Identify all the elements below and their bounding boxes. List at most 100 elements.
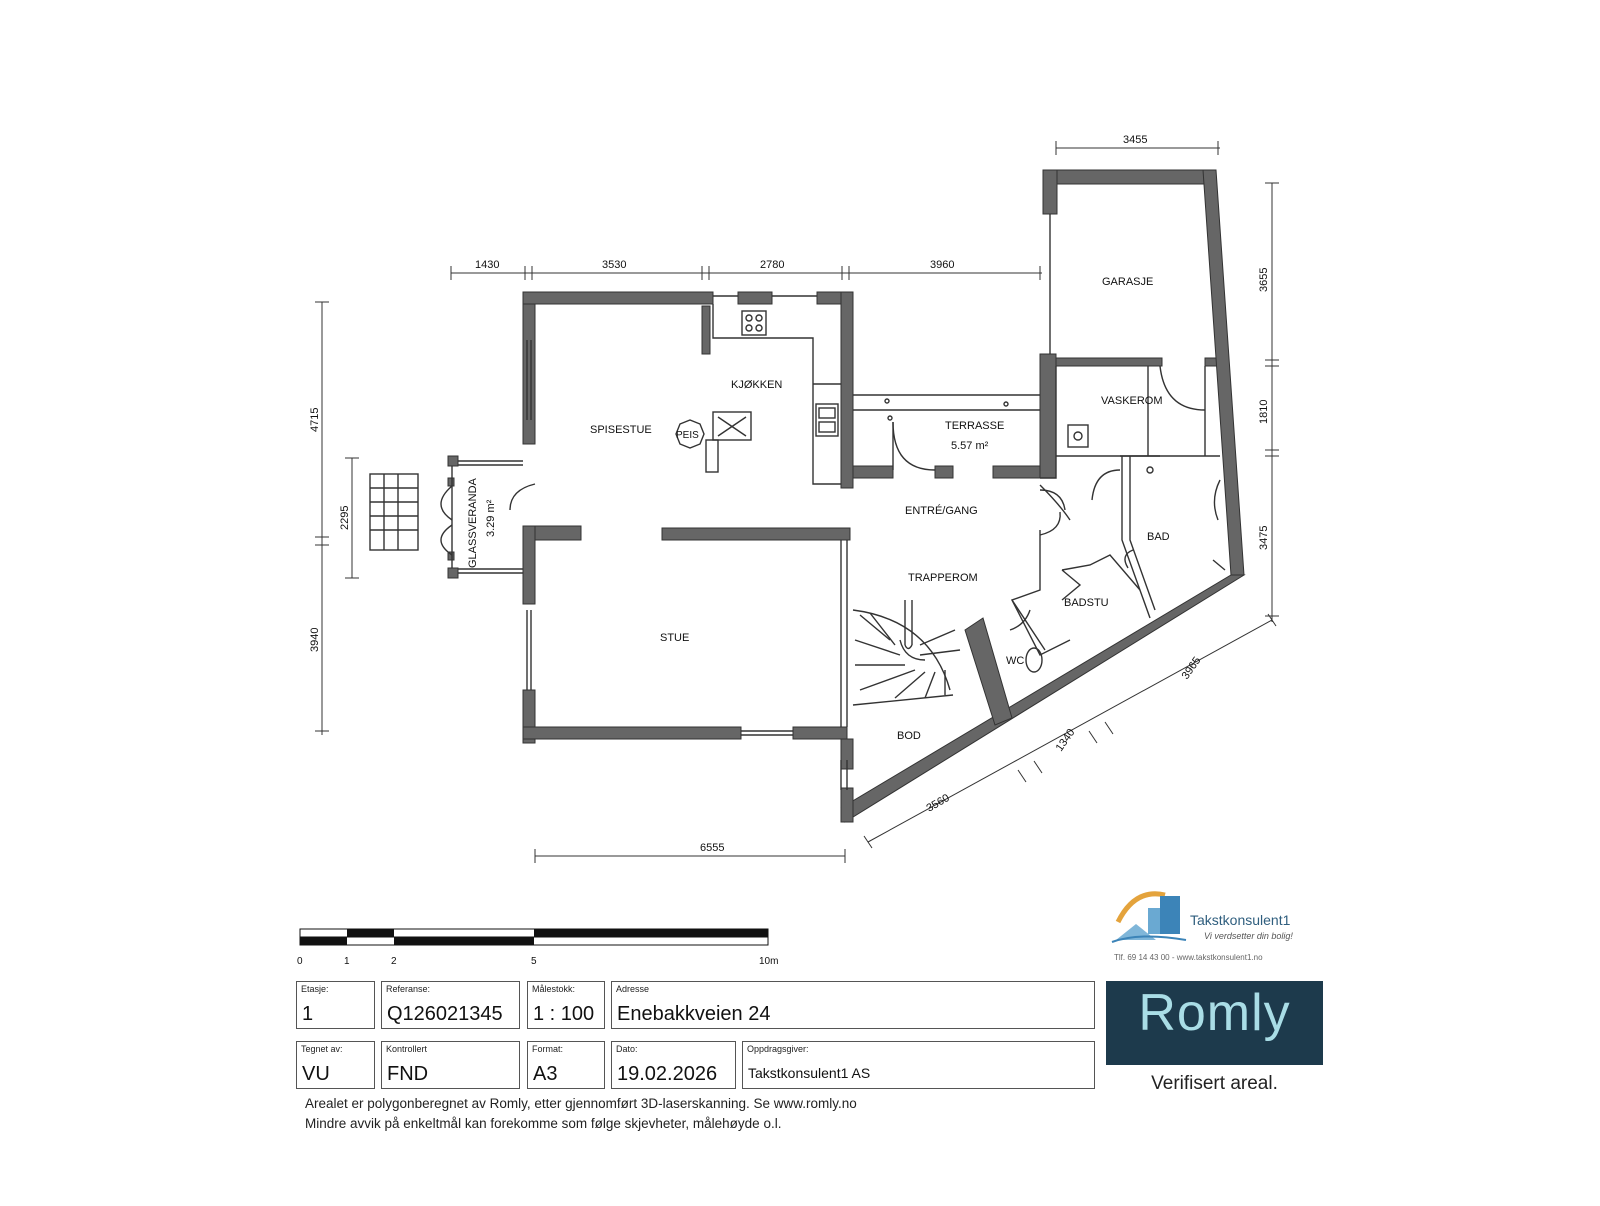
dim-right-1810: 1810 [1258,400,1270,424]
wall-terrasse-south-right [992,465,1044,479]
note-line-1: Arealet er polygonberegnet av Romly, ett… [305,1096,857,1111]
room-glassveranda: GLASSVERANDA [467,477,479,568]
dim-top-3960: 3960 [930,259,954,271]
cell-oppdragsgiver: Oppdragsgiver: Takstkonsulent1 AS [742,1041,1095,1089]
dim-top-2780: 2780 [760,259,784,271]
dim-left-2295: 2295 [339,506,351,530]
cell-tegnet: Tegnet av: VU [296,1041,375,1089]
wall-partition-east [661,527,851,541]
room-garasje: GARASJE [1102,276,1153,288]
room-spisestue: SPISESTUE [590,424,652,436]
room-badstu: BADSTU [1064,597,1109,609]
verified-area-text: Verifisert areal. [1151,1073,1278,1094]
room-terrasse-area: 5.57 m² [951,440,989,452]
etasje-value: 1 [302,1003,314,1025]
room-wc: WC [1006,655,1024,667]
etasje-label: Etasje: [301,984,329,994]
oppdragsgiver-label: Oppdragsgiver: [747,1044,809,1054]
wall-kitchen-stub [701,305,711,355]
scale-label-2: 2 [391,956,397,967]
wall-terrasse-south-left [852,465,894,479]
wall-south-diagonal [840,574,1246,823]
wall-west-upper [522,291,536,445]
kontrollert-label: Kontrollert [386,1044,428,1054]
wall-kitchen-east [840,291,854,489]
wall-west-mid [522,525,536,605]
format-label: Format: [532,1044,564,1054]
room-bad: BAD [1147,531,1170,543]
wall-south-left [522,726,742,740]
wall-east [1202,169,1245,576]
post-3 [447,477,455,487]
takstkonsulent-logo-icon [1111,891,1187,943]
wall-garage-south-left [1055,357,1163,367]
scale-label-0: 0 [297,956,303,967]
scale-labels: 0 1 2 5 10m [297,956,778,967]
walls [447,169,1246,823]
takstkonsulent-contact: Tlf. 69 14 43 00 - www.takstkonsulent1.n… [1114,953,1263,962]
dato-label: Dato: [616,1044,638,1054]
wall-garage-west-top [1042,169,1058,215]
wall-partition-west [534,525,582,541]
romly-logo: Romly [1106,981,1323,1065]
dim-top-3530: 3530 [602,259,626,271]
scale-label-10m: 10m [759,956,778,967]
room-stue: STUE [660,632,689,644]
cell-adresse: Adresse Enebakkveien 24 [611,981,1095,1029]
note-line-2: Mindre avvik på enkeltmål kan forekomme … [305,1116,782,1131]
wall-north-mid [737,291,773,305]
format-value: A3 [533,1063,558,1085]
adresse-value: Enebakkveien 24 [617,1003,771,1025]
wall-garage-west [1039,353,1057,479]
room-vaskerom: VASKEROM [1101,395,1163,407]
romly-logo-text: Romly [1138,984,1291,1042]
dim-right-3475: 3475 [1258,526,1270,550]
room-glassveranda-area: 3.29 m² [485,499,497,537]
room-labels: SPISESTUE KJØKKEN PEIS STUE TERRASSE 5.5… [467,276,1170,742]
tegnet-label: Tegnet av: [301,1044,343,1054]
dimension-labels: 1430 3530 2780 3960 3455 6555 4715 2295 … [309,134,1270,854]
cell-referanse: Referanse: Q126021345 [381,981,520,1029]
kontrollert-value: FND [387,1063,429,1085]
post-1 [447,455,459,467]
dim-right-3655: 3655 [1258,268,1270,292]
dim-top-3455: 3455 [1123,134,1147,146]
oppdragsgiver-value: Takstkonsulent1 AS [748,1065,871,1081]
room-entre: ENTRÉ/GANG [905,504,978,517]
takstkonsulent-tagline: Vi verdsetter din bolig! [1204,931,1293,941]
thin-lines [369,214,1226,790]
fireplace-icon [675,419,705,449]
scale-bar [299,928,769,946]
scale-label-1: 1 [344,956,350,967]
room-bod: BOD [897,730,921,742]
dim-top-1430: 1430 [475,259,499,271]
dimension-lines [315,141,1279,863]
wall-garage-north [1042,169,1217,185]
room-terrasse: TERRASSE [945,420,1004,432]
malestokk-value: 1 : 100 [533,1003,595,1025]
takstkonsulent-name: Takstkonsulent1 [1190,912,1291,928]
malestokk-label: Målestokk: [532,984,576,994]
referanse-label: Referanse: [386,984,431,994]
post-4 [447,551,455,561]
dim-diag-1340: 1340 [1054,727,1078,754]
dim-left-3940: 3940 [309,628,321,652]
room-trapperom: TRAPPEROM [908,572,978,584]
wall-south-right [792,726,848,740]
scale-label-5: 5 [531,956,537,967]
dim-diag-3965: 3965 [1180,655,1204,682]
room-peis: PEIS [676,430,699,441]
tegnet-value: VU [302,1063,330,1085]
post-2 [447,567,459,579]
wall-terrasse-south-mid [934,465,954,479]
cell-malestokk: Målestokk: 1 : 100 [527,981,605,1029]
cell-dato: Dato: 19.02.2026 [611,1041,736,1089]
wall-north-left [522,291,714,305]
wall-stair-east [964,617,1013,726]
dim-bottom-6555: 6555 [700,842,724,854]
room-kjokken: KJØKKEN [731,379,782,391]
dato-value: 19.02.2026 [617,1063,718,1085]
adresse-label: Adresse [616,984,650,994]
dim-left-4715: 4715 [309,408,321,432]
